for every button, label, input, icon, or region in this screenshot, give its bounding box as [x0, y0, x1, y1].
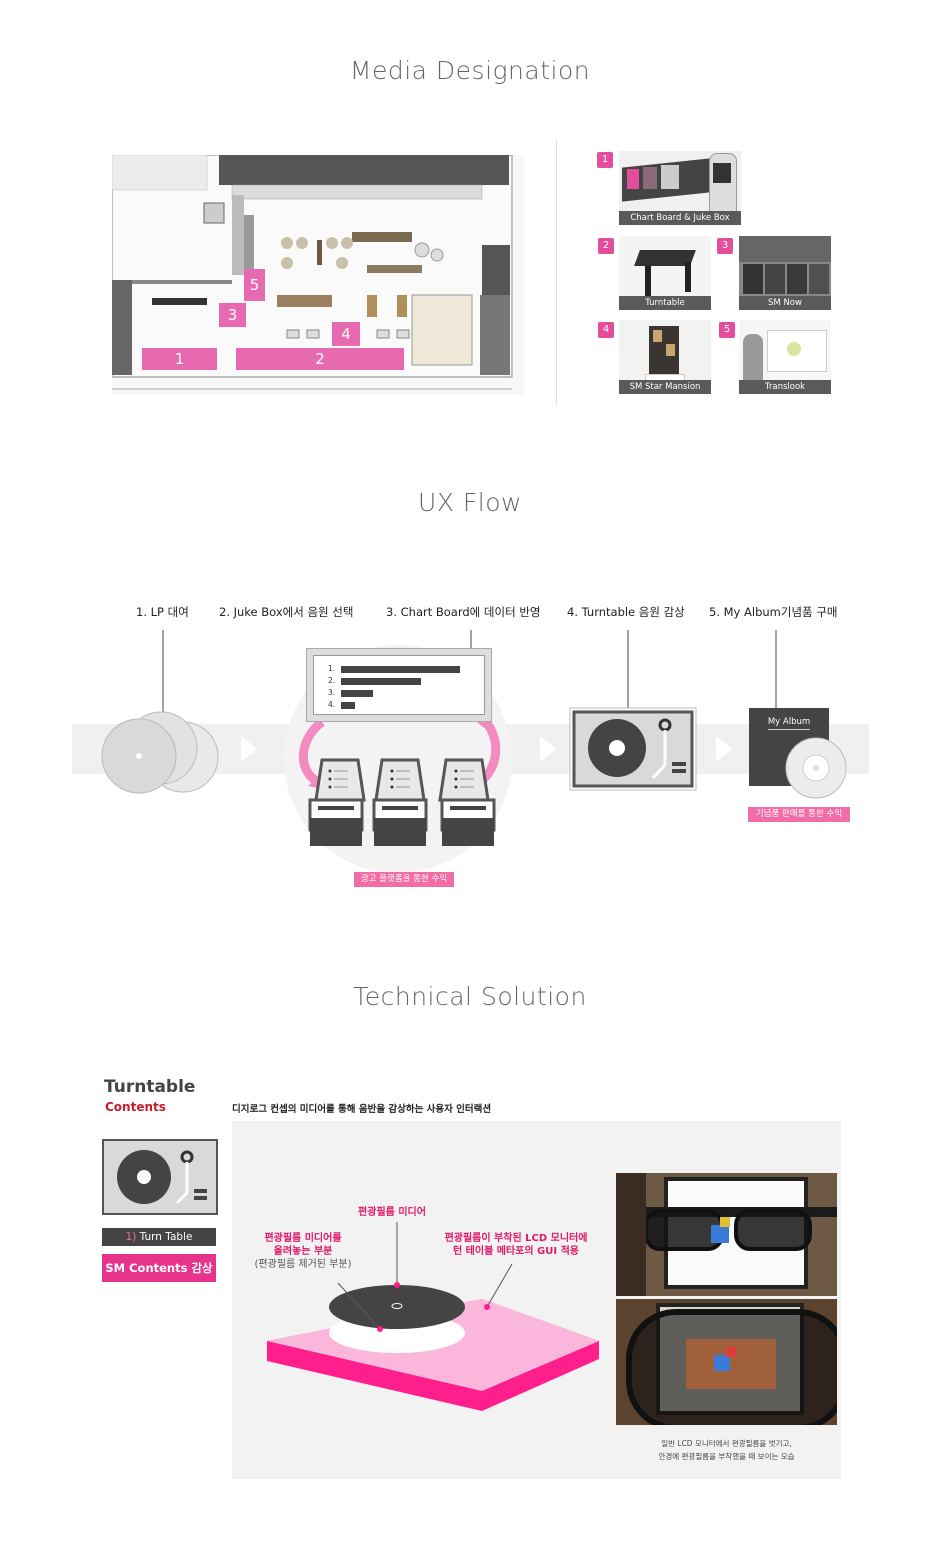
photo-caption-line-2: 안경에 편광필름을 부착했을 때 보이는 모습: [658, 1452, 795, 1461]
chart-rank-2: 2.: [328, 676, 336, 685]
media-caption-3: SM Now: [739, 296, 831, 310]
plan-zone-1: 1: [142, 348, 217, 370]
label-right-line-1: 편광필름이 부착된 LCD 모니터에: [444, 1233, 588, 1244]
ux-step-4: 4. Turntable 음원 감상: [567, 605, 685, 619]
plan-zone-5: 5: [244, 269, 265, 301]
lcd-photo-1: [616, 1173, 837, 1296]
menu-turntable-num: 1): [125, 1231, 137, 1243]
menu-turntable[interactable]: 1) Turn Table: [102, 1228, 216, 1246]
plan-marker-4: 4: [341, 325, 351, 343]
plan-zone-3: 3: [219, 303, 246, 327]
tech-heading: 디지로그 컨셉의 미디어를 통해 음반을 감상하는 사용자 인터랙션: [232, 1104, 492, 1115]
ux-flow-graphics: [101, 630, 847, 846]
ad-revenue-tag: 광고 플랫폼을 통한 수익: [354, 872, 454, 887]
media-caption-2: Turntable: [619, 296, 711, 310]
media-badge-3: 3: [717, 238, 733, 254]
media-badge-4: 4: [598, 322, 614, 338]
plan-marker-5: 5: [249, 276, 260, 294]
plan-zone-4: 4: [332, 322, 360, 346]
technical-solution-title: Technical Solution: [353, 982, 587, 1011]
chart-rank-1: 1.: [328, 664, 336, 673]
label-media-placement: 편광필름 미디어를 올려놓는 부분 (편광필름 제거된 부분): [243, 1232, 363, 1271]
polarized-turntable-diagram: [267, 1222, 599, 1411]
label-polarized-media: 편광필름 미디어: [358, 1207, 426, 1218]
photo-caption: 일반 LCD 모니터에서 편광필름을 벗기고, 안경에 편광필름을 부착했을 때…: [616, 1437, 837, 1463]
plan-zone-2: 2: [236, 348, 404, 370]
label-right-line-2: 턴 테이블 메타포의 GUI 적용: [453, 1246, 579, 1257]
ux-step-1: 1. LP 대여: [136, 605, 189, 619]
souvenir-revenue-tag: 기념품 판매를 통한 수익: [748, 807, 850, 822]
tech-subtitle: Contents: [105, 1100, 166, 1114]
chart-bar-2: [341, 678, 421, 685]
menu-sm-contents[interactable]: SM Contents 감상: [102, 1254, 216, 1282]
album-label: My Album: [767, 717, 811, 727]
ux-step-3: 3. Chart Board에 데이터 반영: [386, 605, 541, 619]
ux-step-2: 2. Juke Box에서 음원 선택: [219, 605, 354, 619]
floor-plan-drawing: [111, 154, 524, 395]
plan-marker-1: 1: [174, 350, 185, 368]
chart-board-screen: [306, 648, 492, 722]
media-badge-2: 2: [598, 238, 614, 254]
chart-rank-4: 4.: [328, 700, 336, 709]
turntable-icon: [102, 1139, 218, 1215]
lcd-photo-2: [616, 1299, 837, 1425]
media-badge-1: 1: [597, 152, 613, 168]
chart-rank-3: 3.: [328, 688, 336, 697]
album-underline: [768, 729, 810, 730]
floor-plan: 1 2 3 4 5: [111, 154, 524, 395]
chart-list: 1. 2. 3. 4.: [328, 663, 335, 711]
ux-step-5: 5. My Album기념품 구매: [709, 605, 838, 619]
menu-turntable-text: Turn Table: [139, 1231, 193, 1243]
media-badge-5: 5: [719, 322, 735, 338]
media-caption-5: Translook: [739, 380, 831, 394]
media-caption-4: SM Star Mansion: [619, 380, 711, 394]
plan-marker-2: 2: [315, 350, 325, 368]
chart-bar-1: [341, 666, 460, 673]
tech-title: Turntable: [104, 1077, 196, 1097]
plan-marker-3: 3: [227, 306, 238, 324]
section-divider: [556, 140, 557, 405]
label-left-line-1: 편광필름 미디어를: [264, 1233, 342, 1244]
chart-bar-3: [341, 690, 373, 697]
label-lcd-monitor: 편광필름이 부착된 LCD 모니터에 턴 테이블 메타포의 GUI 적용: [433, 1232, 599, 1258]
media-designation-title: Media Designation: [349, 56, 591, 85]
label-left-line-2: 올려놓는 부분: [273, 1246, 333, 1257]
ux-flow-title: UX Flow: [418, 488, 522, 517]
media-caption-1: Chart Board & Juke Box: [619, 211, 741, 225]
photo-caption-line-1: 일반 LCD 모니터에서 편광필름을 벗기고,: [661, 1439, 792, 1448]
label-left-line-3: (편광필름 제거된 부분): [254, 1259, 352, 1270]
chart-bar-4: [341, 702, 355, 709]
